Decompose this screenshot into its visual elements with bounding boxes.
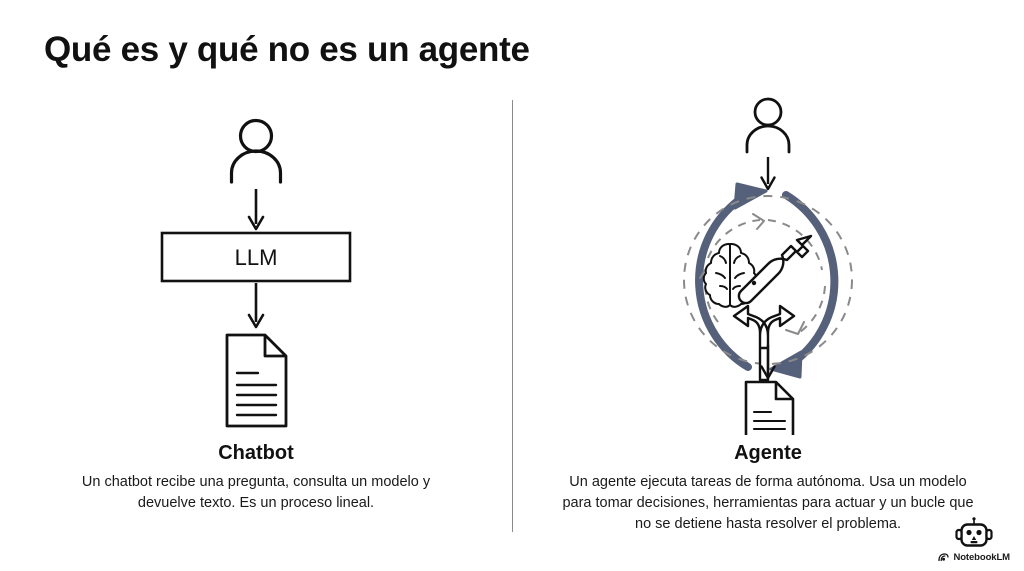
notebooklm-label: NotebookLM [953,552,1010,563]
notebooklm-logo-icon [938,553,950,562]
agente-caption-description: Un agente ejecuta tareas de forma autóno… [562,474,974,533]
vertical-divider [512,100,513,532]
agente-diagram [536,90,1000,440]
robot-icon [955,517,993,547]
arrow-down-into-loop [760,157,776,191]
person-icon [745,97,791,154]
fork-arrow-icon [732,304,796,382]
loop-arrowhead-top [733,182,768,210]
person-icon [229,118,283,184]
loop-circle-clockwise [695,182,839,379]
llm-box [160,231,352,283]
document-icon [225,333,288,428]
chatbot-caption: Chatbot Un chatbot recibe una pregunta, … [24,442,488,514]
panel-chatbot: LLM [24,90,488,550]
chatbot-caption-description: Un chatbot recibe una pregunta, consulta… [81,474,431,512]
notebooklm-label-row: NotebookLM [938,552,1010,563]
loop-arrowhead-bottom [769,350,803,379]
agente-caption: Agente Un agente ejecuta tareas de forma… [536,442,1000,535]
arrow-down-to-llm [247,189,265,231]
agente-loop-svg [683,97,853,435]
wrench-icon [737,234,813,305]
chatbot-diagram: LLM [24,90,488,440]
arrow-down-to-document [247,283,265,329]
panel-agente: Agente Un agente ejecuta tareas de forma… [536,90,1000,550]
notebooklm-watermark: NotebookLM [938,517,1010,563]
agente-caption-title: Agente [734,442,802,464]
page-title: Qué es y qué no es un agente [44,30,530,69]
dashed-circle [683,195,853,365]
chatbot-flow-svg: LLM [160,118,352,428]
document-icon [744,380,795,435]
chatbot-caption-title: Chatbot [218,442,294,464]
llm-box-label: LLM [235,245,278,270]
arrow-down-to-document [760,345,776,380]
